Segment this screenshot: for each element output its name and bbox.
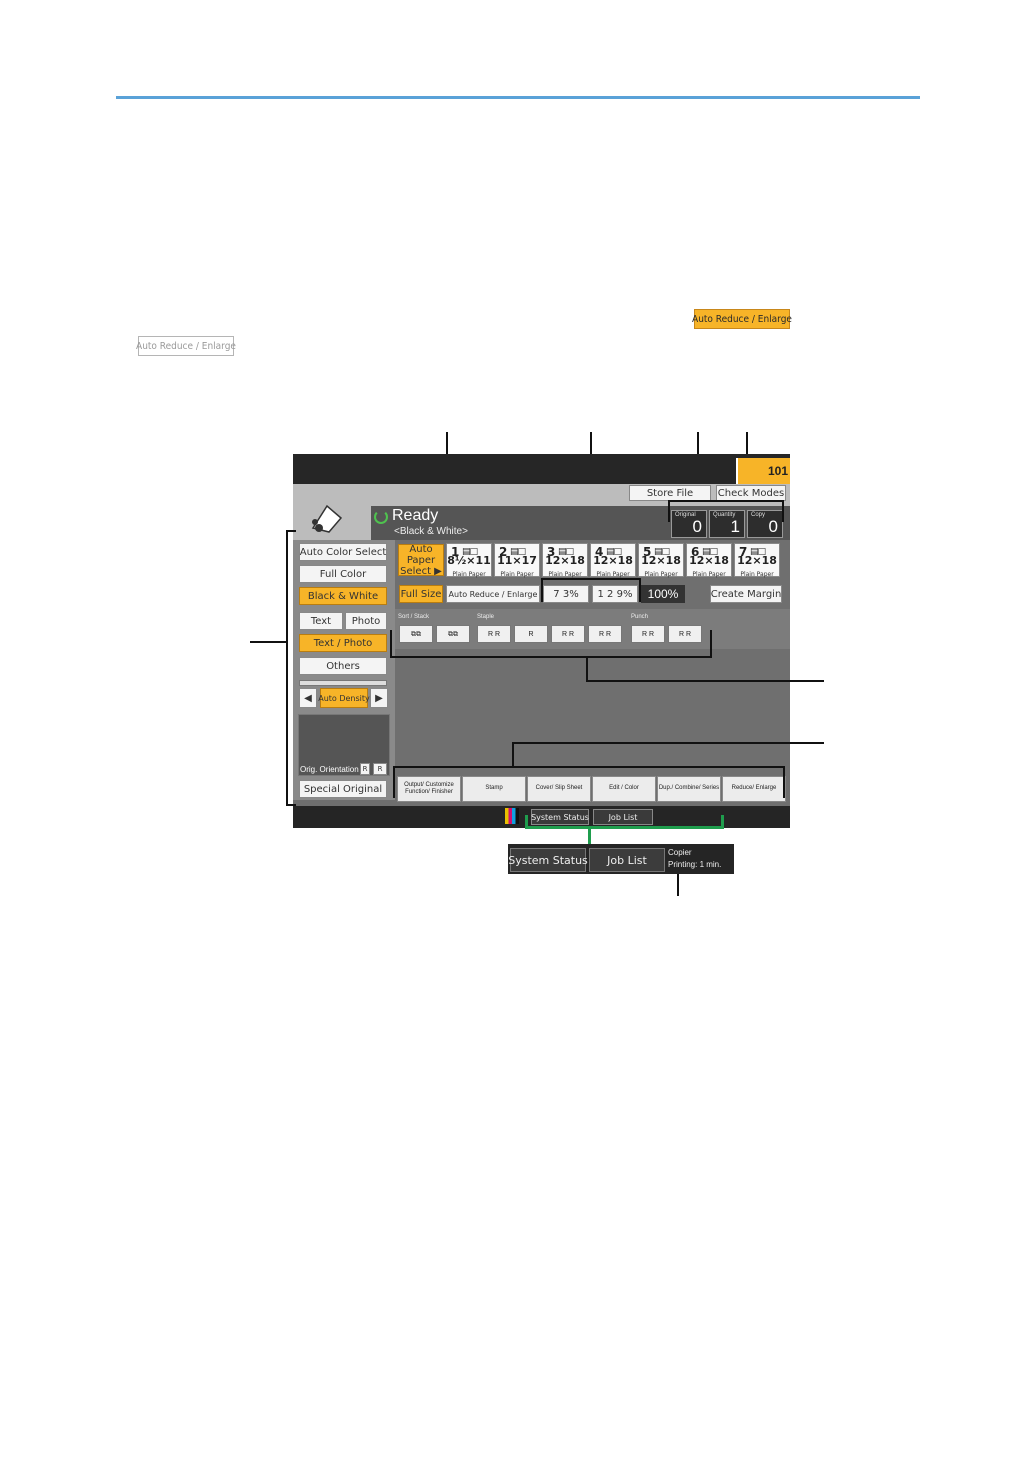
tab-cover-slip-sheet[interactable]: Cover/ Slip Sheet: [527, 776, 591, 802]
staple-button-4[interactable]: R R: [588, 625, 622, 643]
others-button[interactable]: Others: [299, 657, 387, 675]
status-subtext: <Black & White>: [394, 526, 468, 537]
auto-paper-select-button[interactable]: Auto Paper Select ▶: [398, 544, 444, 577]
system-status-button[interactable]: System Status: [531, 809, 589, 825]
tab-edit-color[interactable]: Edit / Color: [592, 776, 656, 802]
callout-bracket-finisher: [390, 630, 712, 658]
auto-reduce-enlarge-unselected-button: Auto Reduce / Enlarge: [136, 336, 236, 356]
screen-top-bar: [293, 454, 790, 484]
tab-stamp[interactable]: Stamp: [462, 776, 526, 802]
punch-label: Punch: [631, 614, 649, 620]
black-white-button[interactable]: Black & White: [299, 587, 387, 605]
tray-icon: ▤□: [462, 547, 478, 557]
orientation-icon-b[interactable]: R: [373, 763, 387, 775]
orig-orientation-label: Orig. Orientation: [300, 765, 359, 774]
job-list-button[interactable]: Job List: [593, 809, 653, 825]
check-modes-button[interactable]: Check Modes: [716, 485, 786, 501]
orientation-icon-a[interactable]: R: [360, 763, 370, 775]
tray-icon: ▤□: [654, 547, 670, 557]
stack-button[interactable]: ⧉⧉: [436, 625, 470, 643]
top-rule: [116, 96, 920, 99]
callout-line-finisher-drop: [586, 658, 588, 682]
toner-icon: [505, 808, 519, 824]
tray-icon: ▤□: [750, 547, 766, 557]
auto-reduce-enlarge-selected-button: Auto Reduce / Enlarge: [692, 309, 792, 329]
callout-line-tabs: [512, 742, 824, 744]
callout-bracket-function-tabs: [393, 766, 785, 798]
ready-spinner-icon: [374, 510, 388, 524]
text-button[interactable]: Text: [299, 612, 343, 630]
callout-line-message: [677, 874, 679, 896]
punch-button-2[interactable]: R R: [668, 625, 702, 643]
text-photo-button[interactable]: Text / Photo: [299, 634, 387, 652]
tray-icon: ▤□: [606, 547, 622, 557]
zoom-system-status-button[interactable]: System Status: [508, 848, 588, 872]
tray-icon: ▤□: [702, 547, 718, 557]
tab-reduce-enlarge[interactable]: Reduce/ Enlarge: [722, 776, 786, 802]
tray-icon: ▤□: [558, 547, 574, 557]
current-ratio: 100%: [641, 585, 685, 603]
density-scale: [299, 680, 387, 686]
tab-dup-combine-series[interactable]: Dup./ Combine/ Series: [657, 776, 721, 802]
ratio-129-button[interactable]: 1 2 9%: [592, 585, 638, 603]
zoom-arrow-stem: [588, 829, 591, 849]
status-text: Ready: [392, 507, 439, 524]
photo-button[interactable]: Photo: [345, 612, 387, 630]
ratio-73-button[interactable]: 7 3%: [543, 585, 589, 603]
staple-label: Staple: [477, 614, 495, 620]
copier-icon: [307, 498, 347, 538]
copier-screen: 101 Store File Check Modes Ready <Black …: [293, 454, 790, 828]
create-margin-button[interactable]: Create Margin: [710, 585, 782, 603]
callout-line-tabs-rise: [512, 742, 514, 766]
staple-button-3[interactable]: R R: [551, 625, 585, 643]
zoom-message-line2: Printing: 1 min.: [668, 860, 722, 869]
callout-bracket-counters: [668, 500, 784, 522]
sort-stack-label: Sort / Stack: [398, 614, 430, 620]
full-size-button[interactable]: Full Size: [399, 585, 443, 603]
staple-button-1[interactable]: R R: [477, 625, 511, 643]
tab-101[interactable]: 101: [736, 458, 790, 484]
zoom-message-line1: Copier: [668, 848, 692, 857]
density-lighter-button[interactable]: ◀: [299, 688, 317, 708]
store-file-button[interactable]: Store File: [629, 485, 711, 501]
zoom-bracket: [525, 815, 724, 829]
full-color-button[interactable]: Full Color: [299, 565, 387, 583]
zoom-job-list-button[interactable]: Job List: [589, 848, 665, 872]
tab-output-customize-finisher[interactable]: Output/ Customize Function/ Finisher: [397, 776, 461, 802]
density-darker-button[interactable]: ▶: [370, 688, 388, 708]
auto-reduce-enlarge-button[interactable]: Auto Reduce / Enlarge: [446, 585, 540, 603]
auto-density-button[interactable]: Auto Density: [318, 688, 370, 708]
sort-button[interactable]: ⧉⧉: [399, 625, 433, 643]
staple-button-2[interactable]: R: [514, 625, 548, 643]
callout-line-left: [250, 641, 286, 643]
punch-button-1[interactable]: R R: [631, 625, 665, 643]
tray-icon: ▤□: [510, 547, 526, 557]
callout-line-finisher: [586, 680, 824, 682]
special-original-button[interactable]: Special Original: [299, 780, 387, 798]
callout-bracket-left-panel: [286, 530, 296, 806]
auto-color-select-button[interactable]: Auto Color Select: [299, 543, 387, 561]
callout-bracket-ratios: [541, 578, 641, 602]
